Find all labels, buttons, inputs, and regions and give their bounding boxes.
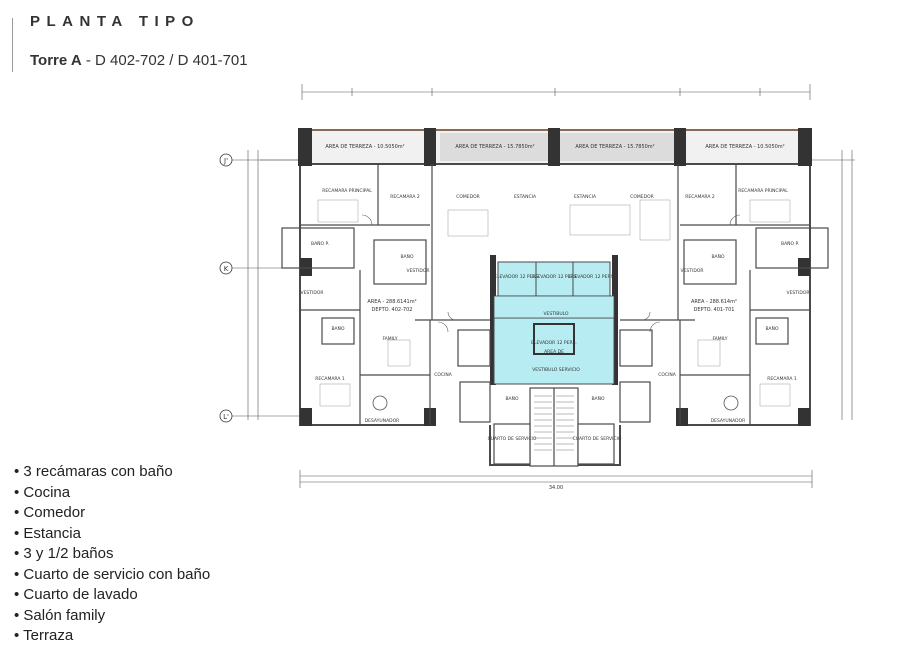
depto-right-label: DEPTO. 401-701 [694,307,735,313]
feature-item: Cuarto de lavado [14,585,210,606]
dim-total-label: 34.00 [549,485,563,491]
label-vestidor-left-2: VESTIDOR [301,290,324,296]
axis-marker-k [219,261,233,275]
feature-item: Estancia [14,524,210,545]
label-recamara-2-left: RECAMARA 2 [390,194,420,200]
feature-item: Comedor [14,503,210,524]
axis-label-k: K [224,265,229,273]
label-elevador-1: ELEVADOR 12 PERS. [494,274,540,280]
label-estancia-left: ESTANCIA [514,194,537,200]
label-family-right: FAMILY [712,336,727,342]
label-family-left: FAMILY [382,336,397,342]
label-vestidor-left-1: VESTIDOR [407,268,430,274]
feature-item: 3 y 1/2 baños [14,544,210,565]
label-recamara-principal-left: RECAMARA PRINCIPAL [322,188,372,194]
terrace-label-3: AREA DE TERREZA - 15.7850m² [575,144,654,150]
door-swings [361,214,741,333]
structural-columns [298,128,812,426]
terrace-label-1: AREA DE TERREZA - 10.5050m² [325,144,404,150]
label-comedor-left: COMEDOR [456,194,480,200]
axis-marker-l [219,409,233,423]
page-subtitle: Torre A - D 402-702 / D 401-701 [30,52,248,69]
features-list: 3 recámaras con baño Cocina Comedor Esta… [14,462,210,647]
terrace-label-2: AREA DE TERREZA - 15.7850m² [455,144,534,150]
label-elevador-4: ELEVADOR 12 PERS. [531,340,577,346]
feature-item: Salón family [14,606,210,627]
room-labels: RECAMARA PRINCIPAL RECAMARA 2 COMEDOR ES… [301,188,810,442]
elevator-core [493,261,615,467]
unit-numbers: - D 402-702 / D 401-701 [81,52,248,69]
area-left-label: AREA - 288.6141m² [367,299,416,305]
axis-label-l: L' [223,413,229,421]
label-vestidor-right-2: VESTIDOR [787,290,810,296]
label-bano-p-left: BAÑO P. [311,240,329,247]
label-bano-left: BAÑO [400,253,414,260]
dining-tables [372,395,739,411]
axis-marker-j [219,153,233,167]
tower-name: Torre A [30,52,82,69]
feature-item: Cocina [14,483,210,504]
label-desayunador-right: DESAYUNADOR [711,418,746,424]
page-title: PLANTA TIPO [30,13,200,30]
label-recamara-principal-right: RECAMARA PRINCIPAL [738,188,788,194]
interior-walls-right [619,164,829,425]
interior-walls-left [281,164,491,425]
label-bano-right: BAÑO [711,253,725,260]
area-right-label: AREA - 288.614m² [691,299,737,305]
feature-item: 3 recámaras con baño [14,462,210,483]
label-recamara-2-right: RECAMARA 2 [685,194,715,200]
header-rule [12,18,13,72]
label-elevador-2: ELEVADOR 12 PERS. [532,274,578,280]
label-cuarto-servicio-right: CUARTO DE SERVICIO [573,436,622,442]
label-bano-right-2: BAÑO [765,325,779,332]
label-cocina-left: COCINA [434,372,453,378]
depto-left-label: DEPTO. 402-702 [372,307,413,313]
label-recamara-1-left: RECAMARA 1 [315,376,345,382]
label-desayunador-left: DESAYUNADOR [365,418,400,424]
terrace-label-4: AREA DE TERREZA - 10.5050m² [705,144,784,150]
label-recamara-1-right: RECAMARA 1 [767,376,797,382]
label-area-de: AREA DE [544,349,564,355]
feature-item: Terraza [14,626,210,647]
unit-area-labels: AREA - 288.6141m² DEPTO. 402-702 AREA - … [367,299,737,313]
feature-item: Cuarto de servicio con baño [14,565,210,586]
axis-label-j: J' [223,157,228,165]
stair-treads [534,395,574,451]
label-comedor-right: COMEDOR [630,194,654,200]
label-cuarto-servicio-left: CUARTO DE SERVICIO [488,436,537,442]
label-estancia-right: ESTANCIA [574,194,597,200]
label-bano-p-right: BAÑO P. [781,240,799,247]
label-bano-service-left: BAÑO [505,395,519,402]
label-bano-left-2: BAÑO [331,325,345,332]
label-bano-service-right: BAÑO [591,395,605,402]
axis-markers: J' K L' [219,153,300,423]
label-cocina-right: COCINA [658,372,677,378]
label-vestidor-right-1: VESTIDOR [681,268,704,274]
label-vestibulo: VESTIBULO [543,311,569,317]
label-vestibulo-servicio: VESTIBULO SERVICIO [532,367,580,373]
label-elevador-3: ELEVADOR 12 PERS. [569,274,615,280]
furniture [317,199,791,407]
